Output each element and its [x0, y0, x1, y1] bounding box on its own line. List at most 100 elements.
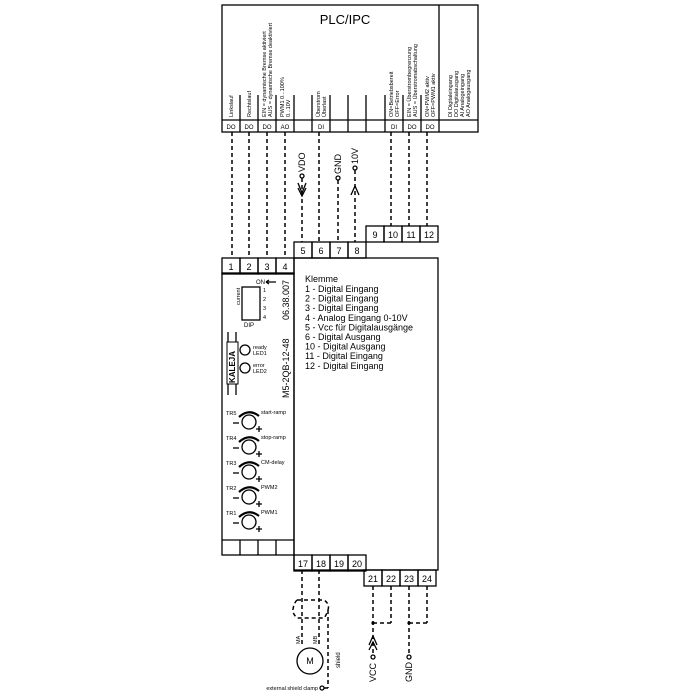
svg-text:19: 19: [334, 559, 344, 569]
klemme-item: 11 - Digital Eingang: [305, 351, 383, 361]
terminal-6[interactable]: 6: [311, 241, 331, 259]
10v-label: 10V: [350, 148, 360, 164]
svg-text:3: 3: [263, 306, 266, 312]
arrow-up-icon: [350, 184, 360, 196]
terminal-8[interactable]: 8: [347, 241, 367, 259]
shield-label: shield: [336, 652, 342, 668]
svg-text:start-ramp: start-ramp: [261, 410, 286, 416]
klemme-item: 2 - Digital Eingang: [305, 294, 379, 304]
svg-text:error: error: [253, 363, 265, 369]
svg-text:21: 21: [368, 574, 378, 584]
article-number: 06.38.007: [281, 280, 291, 320]
terminal-3[interactable]: 3: [257, 257, 277, 275]
led2: error LED2: [239, 362, 267, 375]
svg-text:TR4: TR4: [226, 436, 236, 442]
svg-text:7: 7: [336, 246, 341, 256]
terminal-17[interactable]: 17: [293, 554, 313, 572]
io-type: DO: [408, 125, 417, 131]
klemme-item: 10 - Digital Ausgang: [305, 342, 386, 352]
svg-text:0...10V: 0...10V: [286, 99, 292, 117]
svg-text:20: 20: [352, 559, 362, 569]
io-type: DO: [263, 125, 272, 131]
terminal-2[interactable]: 2: [239, 257, 259, 275]
klemme-item: 5 - Vcc für Digitalausgänge: [305, 322, 413, 332]
svg-text:TR5: TR5: [226, 411, 236, 417]
svg-text:Überlast: Überlast: [321, 96, 328, 117]
svg-text:stop-ramp: stop-ramp: [261, 435, 286, 441]
vdo-label: VDO: [297, 152, 307, 172]
trimmer-tr3[interactable]: TR3 CM-delay: [226, 460, 285, 482]
terminal-22[interactable]: 22: [381, 569, 401, 587]
svg-text:3: 3: [264, 262, 269, 272]
svg-text:TR1: TR1: [226, 511, 236, 517]
klemme-item: 6 - Digital Ausgang: [305, 332, 381, 342]
svg-text:11: 11: [406, 230, 415, 240]
arrow-up-icon: [368, 634, 378, 651]
svg-text:ready: ready: [253, 345, 267, 351]
klemme-item: 4 - Analog Eingang 0-10V: [305, 313, 408, 323]
terminal-19[interactable]: 19: [329, 554, 349, 572]
svg-text:5: 5: [300, 246, 305, 256]
trimmer-tr4[interactable]: TR4 stop-ramp: [226, 435, 286, 457]
terminal-9[interactable]: 9: [365, 225, 385, 243]
terminal-23[interactable]: 23: [399, 569, 419, 587]
svg-text:ON=Betriebsbereit: ON=Betriebsbereit: [389, 71, 395, 117]
svg-text:4: 4: [282, 262, 287, 272]
svg-text:AUS = dynamische Bremse deakti: AUS = dynamische Bremse deaktiviert: [268, 23, 274, 117]
svg-text:KALEJA: KALEJA: [228, 351, 237, 383]
kaleja-logo: KALEJA: [226, 332, 239, 395]
terminal-1[interactable]: 1: [221, 257, 241, 275]
svg-text:4: 4: [263, 315, 266, 321]
svg-text:M: M: [306, 656, 314, 666]
svg-text:current: current: [236, 287, 242, 305]
mb-label: MB: [313, 635, 319, 644]
trimmer-tr5[interactable]: TR5 start-ramp: [226, 410, 286, 432]
svg-text:TR3: TR3: [226, 461, 236, 467]
terminal-11[interactable]: 11: [401, 225, 421, 243]
svg-text:PWM1 0...100%: PWM1 0...100%: [280, 77, 286, 117]
klemme-item: 3 - Digital Eingang: [305, 303, 379, 313]
terminal-4[interactable]: 4: [275, 257, 295, 275]
svg-text:CM-delay: CM-delay: [261, 460, 285, 466]
led1: ready LED1: [239, 344, 267, 357]
svg-text:1: 1: [228, 262, 233, 272]
shield-clamp-label: external shield clamp: [266, 686, 318, 692]
motor-icon: [296, 647, 324, 675]
svg-text:8: 8: [354, 246, 359, 256]
dip-switch[interactable]: ON current 1 2 3 4 DIP: [236, 279, 276, 329]
terminal-24[interactable]: 24: [417, 569, 437, 587]
plc-title: PLC/IPC: [320, 12, 371, 27]
svg-text:LED2: LED2: [253, 369, 267, 375]
io-type: AO: [281, 125, 290, 131]
terminal-7[interactable]: 7: [329, 241, 349, 259]
svg-text:22: 22: [386, 574, 396, 584]
svg-text:2: 2: [263, 297, 266, 303]
gnd-label: GND: [333, 154, 343, 175]
terminal-5[interactable]: 5: [293, 241, 313, 259]
io-type: DO: [245, 125, 254, 131]
shield-sleeve: [292, 599, 330, 619]
terminal-21[interactable]: 21: [363, 569, 383, 587]
bottom-wires: external shield clamp MA MB shield M VCC…: [266, 570, 428, 692]
io-type: DO: [426, 125, 435, 131]
terminal-20[interactable]: 20: [347, 554, 367, 572]
terminal-12[interactable]: 12: [419, 225, 439, 243]
terminal-18[interactable]: 18: [311, 554, 331, 572]
top-wires: VDO GND 10V: [231, 132, 428, 258]
svg-text:6: 6: [318, 246, 323, 256]
io-type: DI: [391, 125, 397, 131]
svg-text:PWM2: PWM2: [261, 485, 278, 491]
terminal-10[interactable]: 10: [383, 225, 403, 243]
svg-text:17: 17: [298, 559, 308, 569]
klemme-item: 1 - Digital Eingang: [305, 284, 379, 294]
arrow-down-icon: [297, 182, 307, 198]
